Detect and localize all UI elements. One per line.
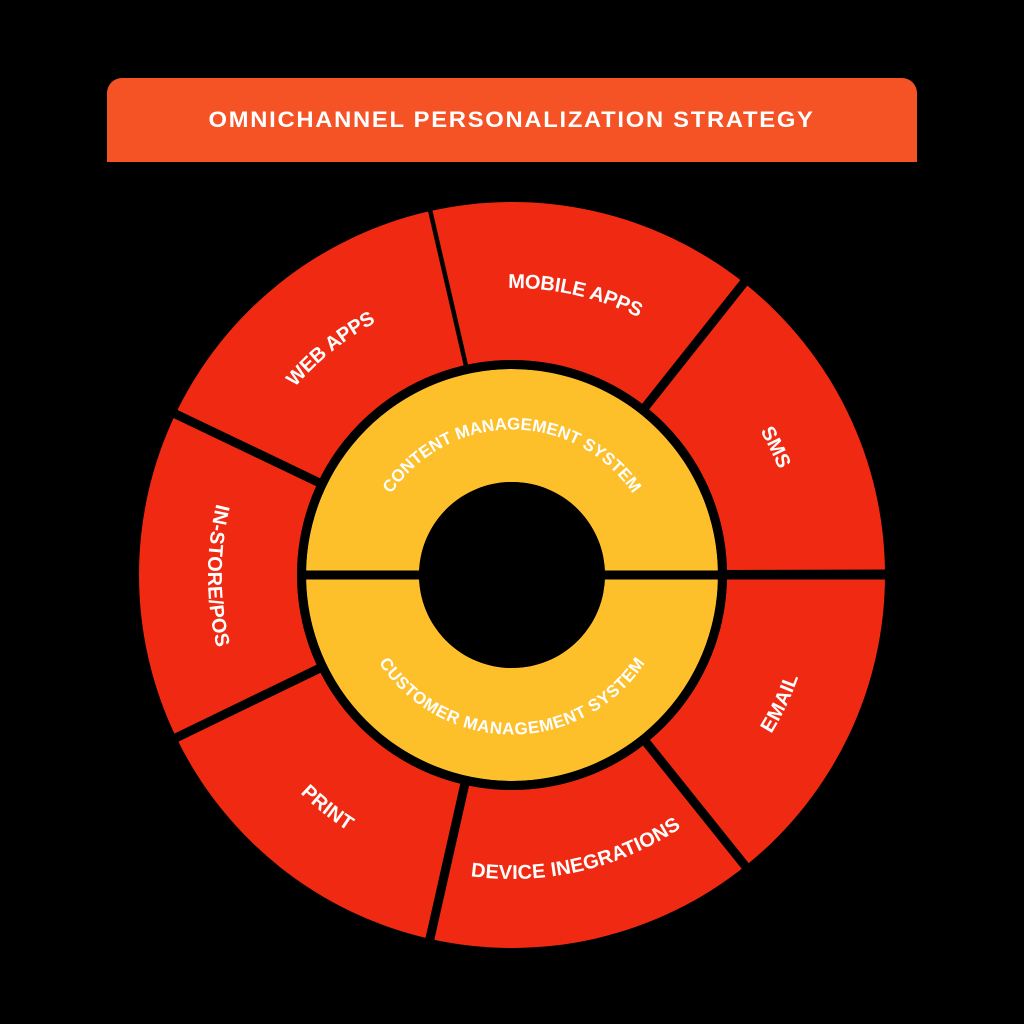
channel-segment: PRINT <box>176 668 472 944</box>
segment-divider <box>634 276 750 419</box>
segment-shape <box>175 211 464 483</box>
segment-divider <box>169 408 331 492</box>
segment-shape <box>306 575 718 781</box>
ring-gap <box>297 360 727 790</box>
segment-shape <box>139 413 319 738</box>
customer-management-segment: CUSTOMER MANAGEMENT SYSTEM <box>306 575 718 781</box>
center-hole <box>419 482 605 668</box>
segment-shape <box>176 668 465 939</box>
segment-shape <box>429 742 746 949</box>
segment-divider <box>424 772 472 944</box>
segment-shape <box>645 282 885 575</box>
channel-segment: IN-STORE/POS <box>139 413 332 744</box>
diagram-title: OMNICHANNEL PERSONALIZATION STRATEGY <box>208 107 816 132</box>
title-banner: OMNICHANNEL PERSONALIZATION STRATEGY <box>107 78 917 162</box>
channel-segment: WEB APPS <box>169 211 464 492</box>
segment-shape <box>428 201 744 407</box>
channel-segment: SMS <box>634 276 885 575</box>
segment-divider <box>635 730 752 872</box>
channel-segment: DEVICE INEGRATIONS <box>429 730 752 949</box>
content-management-segment: CONTENT MANAGEMENT SYSTEM <box>306 369 718 575</box>
segment-divider <box>170 659 332 744</box>
channel-segment: MOBILE APPS <box>422 201 744 407</box>
segment-shape <box>306 369 718 575</box>
segment-shape <box>646 574 885 867</box>
